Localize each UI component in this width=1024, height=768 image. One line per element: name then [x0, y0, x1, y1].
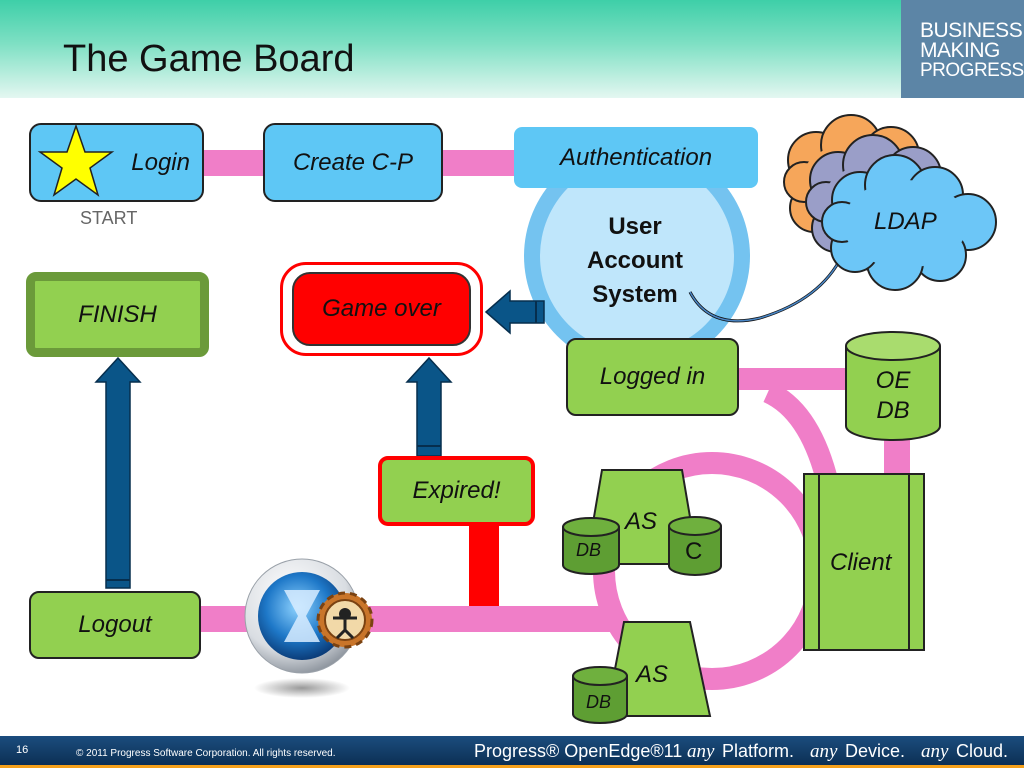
uas-line-2: Account: [587, 247, 683, 274]
tagline-platform: Platform.: [722, 741, 795, 761]
expired-connector: [469, 526, 499, 606]
authentication-box[interactable]: Authentication: [514, 127, 758, 188]
tagline-device: Device.: [845, 741, 906, 761]
track-loggedin-oedb: [738, 368, 848, 390]
page-title: The Game Board: [63, 38, 355, 80]
logged-in-label: Logged in: [599, 363, 706, 390]
arrow-up-icon: [405, 356, 453, 457]
login-box[interactable]: Login: [29, 123, 204, 202]
brand-line-3: PROGRESS.: [920, 60, 1024, 81]
expired-box[interactable]: Expired!: [378, 456, 535, 526]
as-top-label: AS: [625, 508, 658, 535]
db-cylinder-top: [562, 517, 620, 575]
user-account-system-label: User Account System: [560, 210, 710, 312]
db-cylinder-bottom: [572, 666, 628, 724]
logged-in-box[interactable]: Logged in: [566, 338, 739, 416]
product-name: Progress® OpenEdge®11: [474, 741, 683, 761]
ball-shadow: [254, 678, 350, 698]
ldap-connector-inner: [689, 255, 843, 322]
authentication-label: Authentication: [559, 143, 713, 171]
logout-label: Logout: [78, 611, 152, 638]
track-login-create: [202, 150, 266, 176]
create-cp-box[interactable]: Create C-P: [263, 123, 443, 202]
db-bottom-label: DB: [586, 692, 612, 712]
game-over-box[interactable]: Game over: [292, 272, 471, 346]
as-bottom-label: AS: [636, 661, 669, 688]
tagline-cloud: Cloud.: [956, 741, 1009, 761]
c-cylinder: [668, 516, 722, 576]
finish-label: FINISH: [78, 300, 157, 328]
hourglass-shape: [284, 590, 320, 642]
db-top-label: DB: [576, 540, 602, 560]
track-curve: [763, 381, 837, 480]
user-account-system-circle: [540, 159, 734, 353]
track-ball-loop: [350, 606, 620, 632]
client-label: Client: [830, 549, 892, 576]
logout-box[interactable]: Logout: [29, 591, 201, 659]
slide-footer: 16 © 2011 Progress Software Corporation.…: [0, 736, 1024, 768]
brand-line-2: MAKING: [920, 39, 1000, 62]
game-over-label: Game over: [322, 295, 441, 322]
create-cp-label: Create C-P: [292, 148, 414, 176]
brand-line-1: BUSINESS: [920, 19, 1023, 42]
login-label: Login: [131, 148, 190, 176]
gear-icon: [316, 591, 374, 649]
start-label: START: [80, 208, 138, 228]
arrow-left-icon: [484, 289, 545, 335]
c-label: C: [685, 538, 703, 565]
tagline-any-1: any: [687, 741, 715, 762]
slide-header: [0, 0, 1024, 98]
arrow-up-icon: [94, 356, 142, 589]
ldap-label: LDAP: [874, 208, 937, 235]
page-number: 16: [16, 744, 29, 756]
expired-label: Expired!: [412, 477, 501, 504]
tagline-any-3: any: [921, 741, 949, 762]
client-box: [803, 473, 925, 651]
copyright-text: © 2011 Progress Software Corporation. Al…: [76, 748, 336, 759]
oe-db-label: OE DB: [846, 366, 940, 426]
finish-box[interactable]: FINISH: [26, 272, 209, 357]
star-icon: [37, 123, 115, 197]
cloud-icon: [783, 114, 997, 291]
uas-line-3: System: [592, 281, 678, 308]
uas-line-1: User: [608, 213, 662, 240]
oe-db-cylinder: [845, 331, 941, 441]
track-create-auth: [442, 150, 518, 176]
brand-logo: BUSINESS MAKING PROGRESS.: [901, 0, 1024, 98]
tagline-any-2: any: [810, 741, 838, 762]
oe-db-line-1: OE: [875, 367, 911, 394]
oe-db-line-2: DB: [876, 397, 910, 424]
